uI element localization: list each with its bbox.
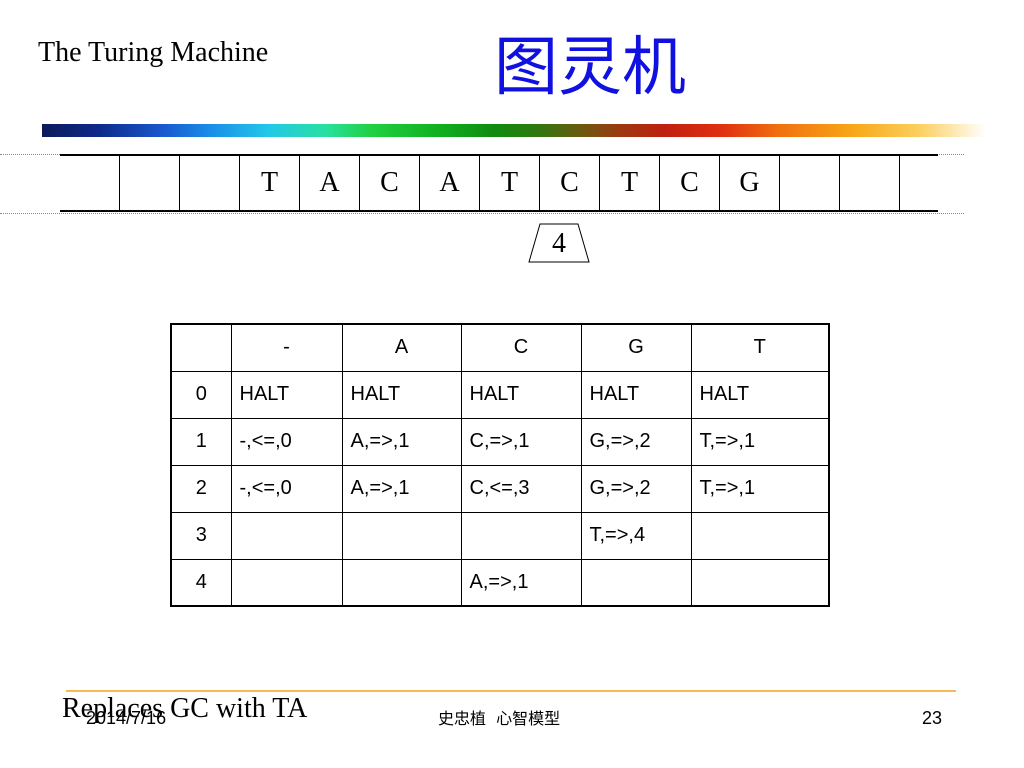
table-cell: HALT xyxy=(460,370,582,419)
table-row: 2 -,<=,0 A,=>,1 C,<=,3 G,=>,2 T,=>,1 xyxy=(170,464,830,513)
table-state-cell: 2 xyxy=(170,464,232,513)
tape-cell: C xyxy=(360,156,420,210)
table-row: 4 A,=>,1 xyxy=(170,558,830,607)
table-cell: -,<=,0 xyxy=(230,417,343,466)
turing-tape: T A C A T C T C G xyxy=(60,154,938,212)
tape-cell xyxy=(180,156,240,210)
table-cell xyxy=(690,511,830,560)
tape-head-shape xyxy=(528,223,590,263)
tape-cell: C xyxy=(660,156,720,210)
table-header-cell: - xyxy=(230,323,343,372)
table-cell: G,=>,2 xyxy=(580,464,692,513)
table-header-cell: C xyxy=(460,323,582,372)
table-cell: T,=>,1 xyxy=(690,464,830,513)
table-header-cell: A xyxy=(341,323,462,372)
table-row: 0 HALT HALT HALT HALT HALT xyxy=(170,370,830,419)
tape-cell: T xyxy=(240,156,300,210)
table-header-cell: T xyxy=(690,323,830,372)
tape-head-state: 4 xyxy=(552,228,566,259)
tape-bottom-dotted-line xyxy=(0,213,964,214)
table-cell xyxy=(341,511,462,560)
table-cell xyxy=(690,558,830,607)
tape-cell: C xyxy=(540,156,600,210)
table-header-cell: G xyxy=(580,323,692,372)
tape-cell xyxy=(60,156,120,210)
tape-cell xyxy=(120,156,180,210)
table-cell: A,=>,1 xyxy=(460,558,582,607)
table-state-cell: 4 xyxy=(170,558,232,607)
table-cell: C,=>,1 xyxy=(460,417,582,466)
tape-cell: A xyxy=(420,156,480,210)
tape-cell: A xyxy=(300,156,360,210)
table-cell: HALT xyxy=(341,370,462,419)
tape-cell xyxy=(840,156,900,210)
tape-cell: T xyxy=(600,156,660,210)
footer-divider xyxy=(66,690,956,692)
table-cell xyxy=(460,511,582,560)
transition-table: - A C G T 0 HALT HALT HALT HALT HALT 1 -… xyxy=(170,323,830,607)
table-header-row: - A C G T xyxy=(170,323,830,372)
table-cell xyxy=(230,511,343,560)
table-cell: HALT xyxy=(580,370,692,419)
tape-cell: T xyxy=(480,156,540,210)
table-cell: A,=>,1 xyxy=(341,417,462,466)
table-cell: HALT xyxy=(230,370,343,419)
table-cell: -,<=,0 xyxy=(230,464,343,513)
table-cell: A,=>,1 xyxy=(341,464,462,513)
table-cell: G,=>,2 xyxy=(580,417,692,466)
table-cell: HALT xyxy=(690,370,830,419)
slide-title-chinese: 图灵机 xyxy=(494,31,686,105)
tape-cell xyxy=(900,156,938,210)
table-cell: T,=>,4 xyxy=(580,511,692,560)
footer-date: 2014/7/16 xyxy=(86,708,167,728)
tape-cell xyxy=(780,156,840,210)
table-cell xyxy=(230,558,343,607)
table-cell xyxy=(341,558,462,607)
tape-head: 4 xyxy=(528,223,590,263)
footer-author-course: 史忠植 心智模型 xyxy=(438,709,561,728)
table-row: 1 -,<=,0 A,=>,1 C,=>,1 G,=>,2 T,=>,1 xyxy=(170,417,830,466)
title-gradient-divider xyxy=(42,124,986,137)
table-state-cell: 3 xyxy=(170,511,232,560)
table-state-cell: 1 xyxy=(170,417,232,466)
table-cell: C,<=,3 xyxy=(460,464,582,513)
table-header-cell xyxy=(170,323,232,372)
slide-title-english: The Turing Machine xyxy=(38,37,269,68)
slide-caption: Replaces GC with TA xyxy=(62,693,308,724)
table-state-cell: 0 xyxy=(170,370,232,419)
table-row: 3 T,=>,4 xyxy=(170,511,830,560)
table-cell: T,=>,1 xyxy=(690,417,830,466)
table-cell xyxy=(580,558,692,607)
tape-cell: G xyxy=(720,156,780,210)
footer-page-number: 23 xyxy=(922,708,943,728)
